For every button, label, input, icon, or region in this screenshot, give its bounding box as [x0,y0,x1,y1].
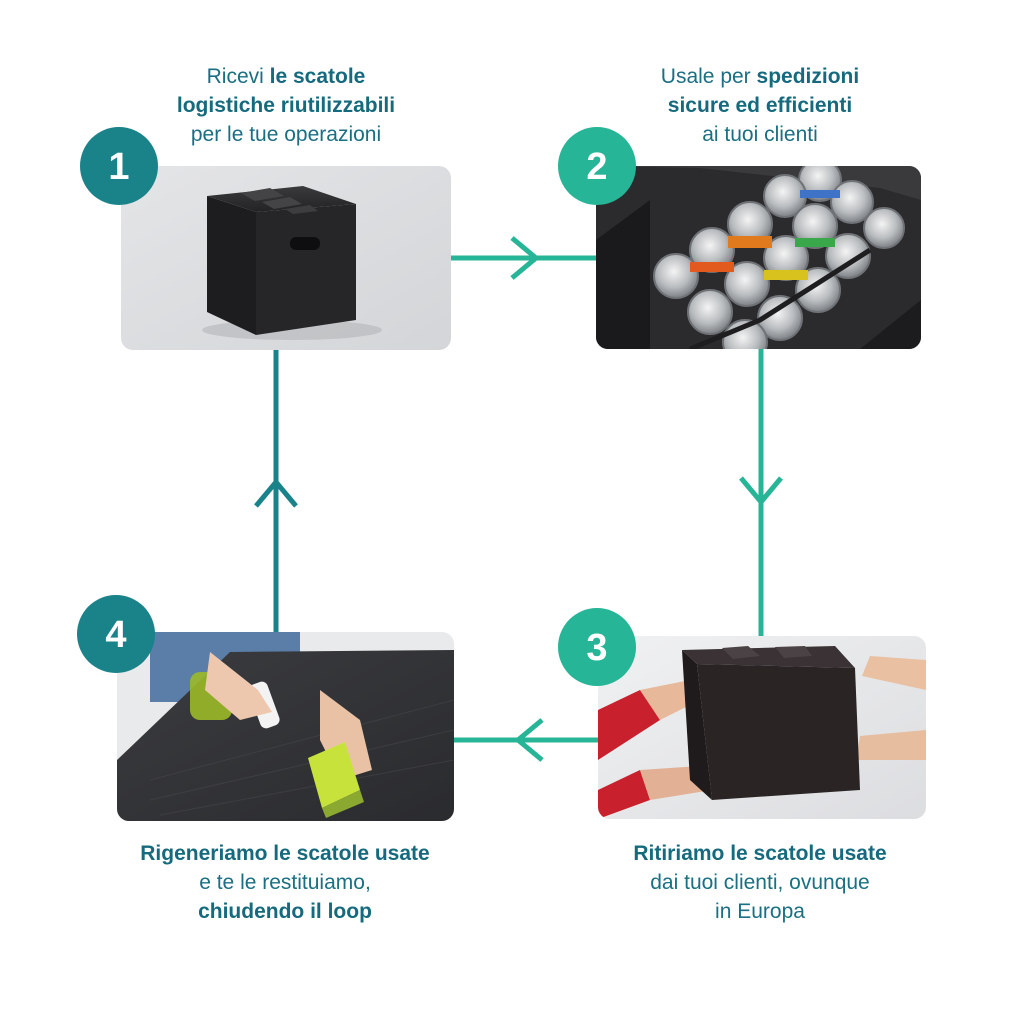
cleaning-box-photo [117,632,454,821]
step-number-1: 1 [108,146,129,188]
step-2-line3: ai tuoi clienti [702,123,818,146]
step-2-caption: Usale per spedizioni sicure ed efficient… [590,62,930,149]
step-1-line1-regular: Ricevi [206,65,270,88]
step-1-line3: per le tue operazioni [190,123,382,146]
connector-2-to-3 [739,349,783,636]
step-2-line2-bold: sicure ed efficienti [667,94,853,117]
step-number-3: 3 [586,627,607,669]
step-4-line2: e te le restituiamo, [199,871,371,894]
step-1-caption: Ricevi le scatole logistiche riutilizzab… [116,62,456,149]
can-group [653,166,905,349]
step-1-line1-bold: le scatole [269,65,366,88]
step-badge-2: 2 [558,127,636,205]
step-badge-3: 3 [558,608,636,686]
arrow-right-icon [510,236,540,280]
step-1-line2-bold: logistiche riutilizzabili [176,94,396,117]
step-number-4: 4 [105,614,126,656]
step-badge-1: 1 [80,127,158,205]
step-4-line3-bold: chiudendo il loop [198,900,372,923]
step-4-caption: Rigeneriamo le scatole usate e te le res… [90,839,480,926]
black-collapsible-box-photo [121,166,451,350]
box-handover-photo [598,636,926,819]
step-3-line1-bold: Ritiriamo le scatole usate [633,842,887,865]
connector-1-to-2 [451,236,596,280]
box-with-cans-photo [596,166,921,349]
step-2-line1-bold: spedizioni [756,65,860,88]
step-4-line1-bold: Rigeneriamo le scatole usate [140,842,430,865]
step-3-caption: Ritiriamo le scatole usate dai tuoi clie… [570,839,950,926]
arrow-left-icon [514,718,544,762]
arrow-down-icon [739,476,783,506]
step-number-2: 2 [586,146,607,188]
step-3-line2: dai tuoi clienti, ovunque [650,871,870,894]
connector-4-to-1 [254,350,298,632]
step-3-line3: in Europa [715,900,805,923]
step-2-line1-regular: Usale per [660,65,757,88]
arrow-up-icon [254,478,298,508]
connector-3-to-4 [454,718,598,762]
step-badge-4: 4 [77,595,155,673]
